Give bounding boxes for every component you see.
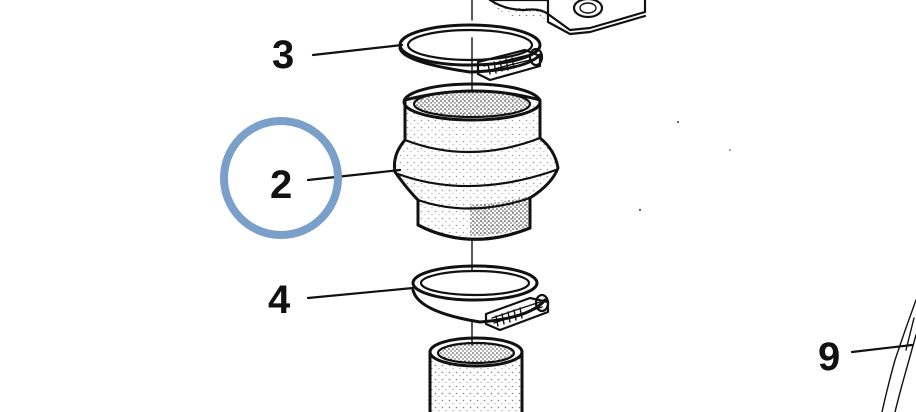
- upper-clamp-screw-housing: [476, 47, 544, 82]
- lower-hose-clamp: [411, 264, 550, 332]
- leader-line-3: [311, 43, 404, 57]
- callout-label-4: 4: [268, 278, 291, 322]
- leader-line-2: [306, 168, 402, 182]
- lower-clamp-screw-housing: [484, 293, 550, 332]
- callout-label-2: 2: [270, 163, 292, 207]
- highlight-circle: [220, 117, 342, 239]
- mounting-bracket: [488, 0, 647, 36]
- leader-line-4: [306, 286, 415, 300]
- leader-lines: [306, 43, 914, 354]
- partial-component-right: [639, 121, 916, 412]
- callout-label-9: 9: [818, 335, 840, 379]
- lower-pipe: [428, 336, 524, 412]
- leader-line-9: [850, 343, 914, 354]
- rubber-hose-connector: [393, 82, 560, 241]
- upper-hose-clamp: [398, 23, 544, 82]
- callout-label-3: 3: [272, 33, 294, 77]
